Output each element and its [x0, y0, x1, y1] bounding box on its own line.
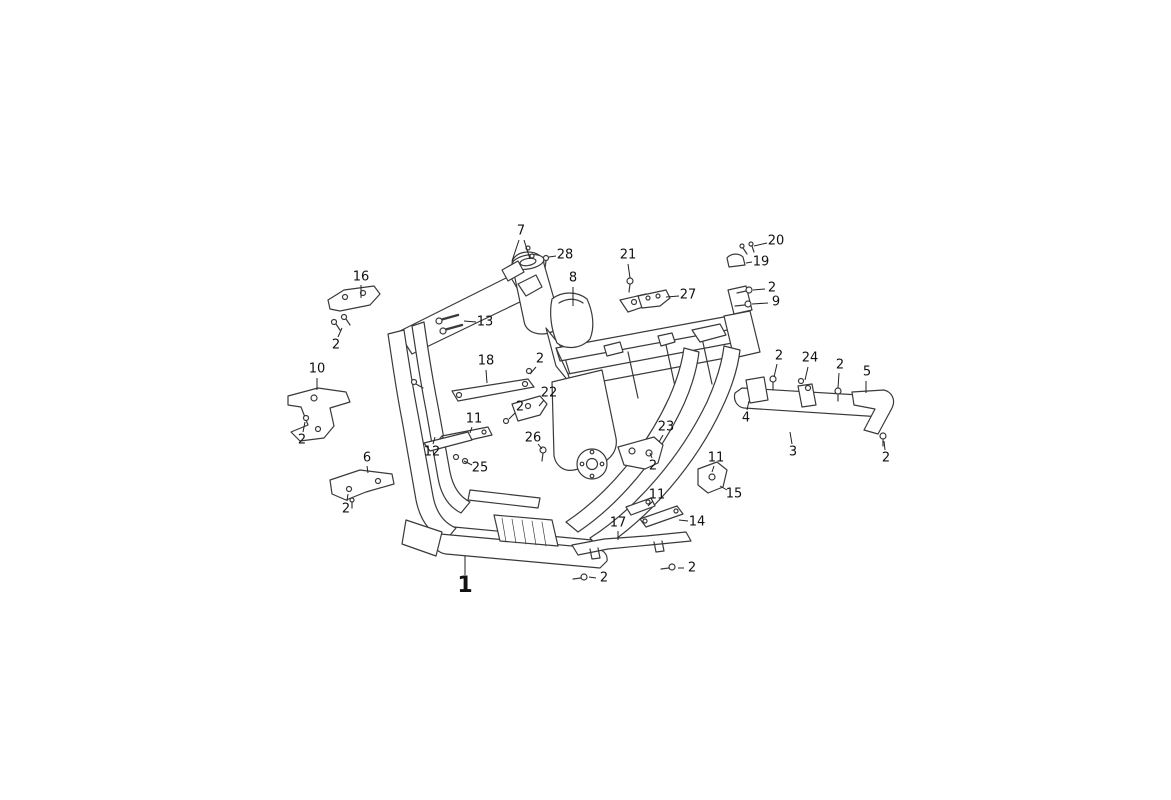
- leader-line: [719, 485, 728, 491]
- leader-line: [665, 295, 680, 298]
- leader-line: [511, 239, 520, 262]
- leader-line: [751, 302, 769, 305]
- leader-line: [337, 327, 343, 338]
- leader-line: [469, 426, 473, 434]
- leader-line: [678, 519, 689, 522]
- leader-line: [789, 431, 793, 445]
- leader-line: [432, 436, 436, 445]
- leader-line: [463, 460, 473, 466]
- leader-line: [485, 369, 488, 384]
- leader-line: [588, 576, 597, 579]
- leader-line: [649, 452, 653, 459]
- leader-line: [508, 412, 516, 420]
- left-side-brackets: [287, 285, 464, 509]
- leader-line: [529, 366, 537, 375]
- leader-line: [647, 500, 654, 507]
- leader-line: [658, 434, 664, 443]
- leader-line: [773, 363, 778, 378]
- leader-line: [523, 239, 531, 260]
- center-small-parts: [410, 367, 728, 581]
- leader-line: [753, 242, 768, 247]
- leader-line: [745, 261, 753, 264]
- leader-line: [346, 493, 349, 502]
- leader-line: [837, 372, 840, 389]
- head-area-parts: [501, 241, 755, 349]
- leader-line: [804, 366, 809, 381]
- leader-line: [883, 440, 886, 451]
- leader-line: [627, 263, 631, 279]
- leader-line: [752, 288, 766, 291]
- leader-line: [537, 443, 543, 450]
- leader-line: [548, 255, 557, 258]
- leader-line: [302, 421, 306, 433]
- rear-carrier-parts: [733, 375, 895, 447]
- leader-line: [463, 320, 477, 323]
- leader-line: [366, 465, 369, 474]
- leader-line: [538, 399, 545, 407]
- leader-line: [746, 400, 750, 411]
- leader-line: [711, 465, 715, 473]
